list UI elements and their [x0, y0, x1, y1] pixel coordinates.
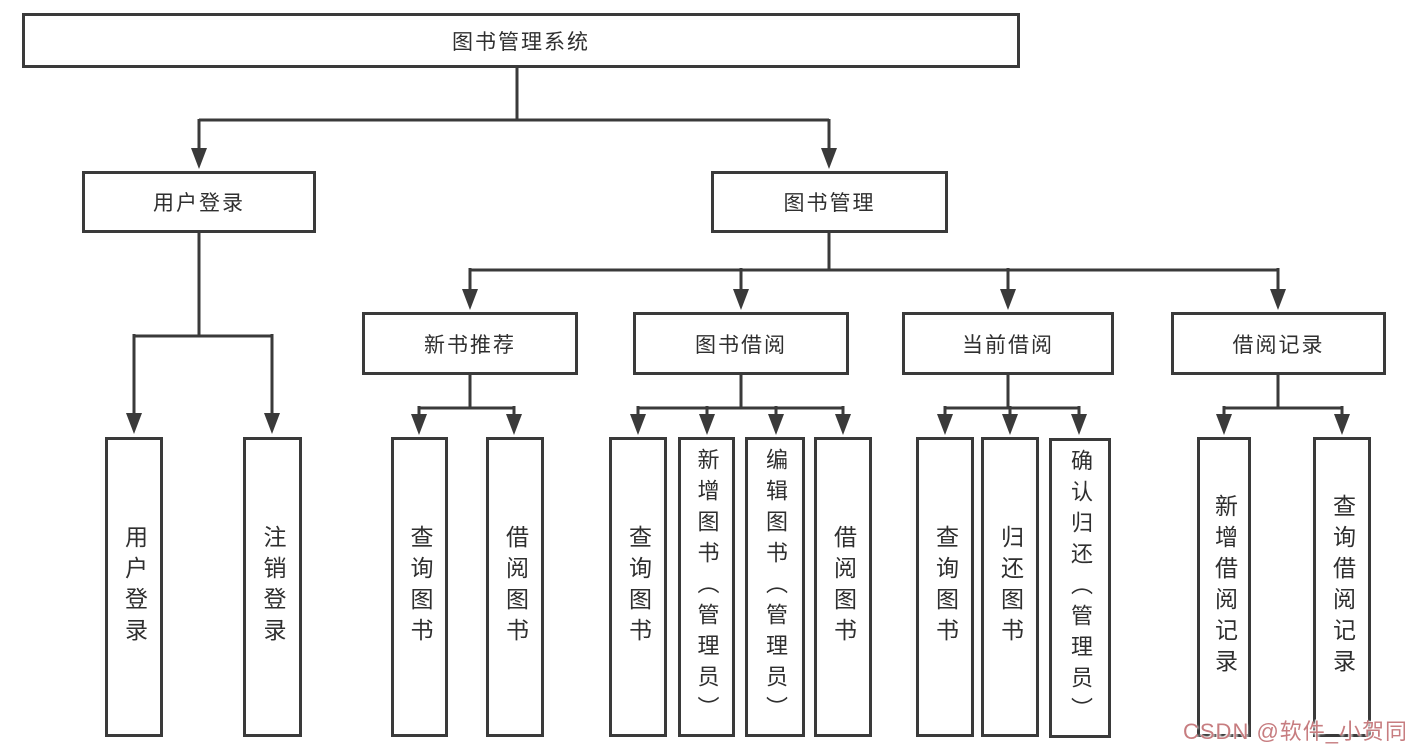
leaf-add-borrow-record: 新增借阅记录: [1197, 437, 1251, 737]
leaf-add-book-admin: 新增图书（管理员）: [678, 437, 735, 737]
node-new-book-recommend: 新书推荐: [362, 312, 578, 375]
csdn-watermark: CSDN @软件_小贺同学: [1183, 719, 1405, 744]
leaf-return-book: 归还图书: [981, 437, 1039, 737]
node-book-management: 图书管理: [711, 171, 948, 233]
node-borrowing-records: 借阅记录: [1171, 312, 1386, 375]
leaf-query-books-1: 查询图书: [391, 437, 448, 737]
leaf-user-login: 用户登录: [105, 437, 163, 737]
leaf-query-borrow-record: 查询借阅记录: [1313, 437, 1371, 737]
leaf-borrow-books-2: 借阅图书: [814, 437, 872, 737]
leaf-logout: 注销登录: [243, 437, 302, 737]
node-current-borrowing: 当前借阅: [902, 312, 1114, 375]
leaf-query-books-2: 查询图书: [609, 437, 667, 737]
node-user-login: 用户登录: [82, 171, 316, 233]
leaf-confirm-return-admin: 确认归还（管理员）: [1049, 438, 1111, 738]
leaf-borrow-books-1: 借阅图书: [486, 437, 544, 737]
node-book-borrowing: 图书借阅: [633, 312, 849, 375]
leaf-edit-book-admin: 编辑图书（管理员）: [745, 437, 805, 737]
leaf-query-books-3: 查询图书: [916, 437, 974, 737]
node-root-library-system: 图书管理系统: [22, 13, 1020, 68]
